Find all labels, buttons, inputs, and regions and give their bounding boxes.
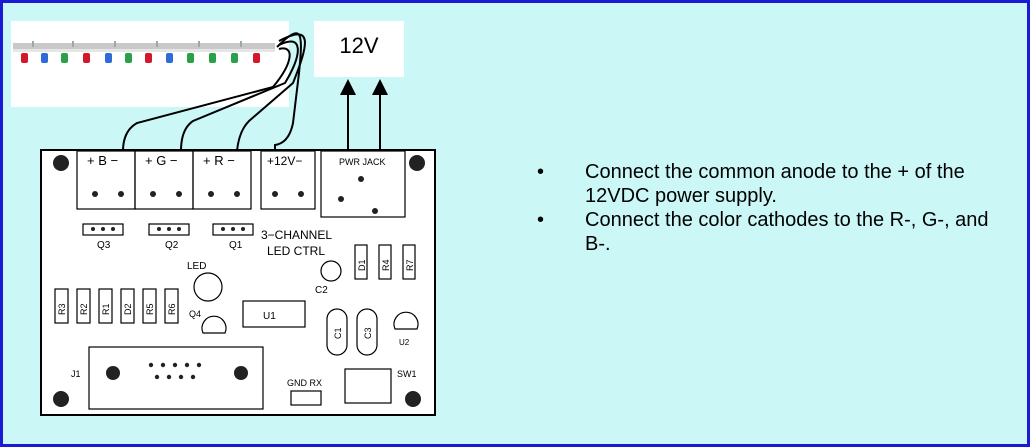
instruction-item: • Connect the color cathodes to the R-, …: [531, 208, 1011, 256]
c3-label: C3: [363, 327, 373, 339]
instruction-list: • Connect the common anode to the + of t…: [531, 160, 1011, 256]
power-arrows: [340, 79, 388, 151]
bullet-icon: •: [537, 161, 545, 183]
header-pins: [91, 227, 245, 231]
d1-label: D1: [357, 259, 367, 271]
led-green: [209, 53, 216, 63]
arrow-up-icon: [340, 79, 356, 95]
red-wire: [236, 33, 306, 152]
strip-body: [13, 43, 275, 49]
r6-label: R6: [167, 303, 177, 315]
q1-label: Q1: [229, 240, 243, 251]
wiring-diagram: + B − + G − + R − +12V− PWR JACK: [13, 32, 436, 416]
r3-label: R3: [57, 303, 67, 315]
green-wire: [180, 40, 299, 152]
instruction-item: • Connect the common anode to the + of t…: [531, 160, 1011, 208]
power-supply-box: 12V: [314, 21, 404, 77]
right-parts: [354, 244, 416, 280]
led-blue: [41, 53, 48, 63]
transistor-headers: [82, 223, 254, 236]
terminal-label-12v: +12V−: [267, 154, 302, 168]
led-footprint: [193, 272, 223, 302]
terminal-label-g: + G −: [145, 153, 178, 168]
gnd-rx-header: [290, 390, 322, 406]
gnd-rx-label: GND RX: [287, 378, 322, 388]
terminal-blocks: [76, 150, 406, 218]
bullet-icon: •: [537, 209, 545, 231]
q3-label: Q3: [97, 240, 111, 251]
sw1-label: SW1: [397, 369, 417, 379]
board-title-line1: 3−CHANNEL: [261, 228, 332, 242]
led-strip-panel: [11, 21, 289, 107]
terminal-label-b: + B −: [87, 153, 118, 168]
led-red: [145, 53, 152, 63]
led-blue: [105, 53, 112, 63]
c2-footprint: [320, 260, 342, 282]
c2-label: C2: [315, 285, 328, 296]
led-red: [83, 53, 90, 63]
pcb-board: + B − + G − + R − +12V− PWR JACK: [40, 149, 436, 416]
led-red: [253, 53, 260, 63]
j1-label: J1: [71, 369, 81, 379]
r4-label: R4: [381, 259, 391, 271]
strip-shadow: [13, 49, 275, 52]
d2-label: D2: [123, 303, 133, 315]
led-blue: [166, 53, 173, 63]
led-green: [61, 53, 68, 63]
supply-voltage-label: 12V: [339, 33, 379, 58]
r2-label: R2: [79, 303, 89, 315]
mount-hole-icon: [409, 155, 425, 171]
led-red: [21, 53, 28, 63]
r1-label: R1: [101, 303, 111, 315]
terminal-screws: [92, 176, 378, 214]
q4-footprint: [201, 315, 227, 334]
led-row: [21, 53, 260, 63]
anode-wire: [274, 32, 302, 151]
q2-label: Q2: [165, 240, 179, 251]
r5-label: R5: [145, 303, 155, 315]
mount-hole-icon: [53, 391, 69, 407]
resistor-column: [54, 288, 179, 324]
sw1-outline: [344, 368, 392, 404]
blue-wire: [122, 47, 291, 152]
u1-label: U1: [263, 311, 276, 322]
arrow-up-icon: [372, 79, 388, 95]
j1-connector: [88, 346, 264, 410]
c1-footprint: [326, 308, 348, 356]
c3-footprint: [356, 308, 378, 356]
instruction-text: Connect the common anode to the + of the…: [585, 161, 965, 207]
led-label: LED: [187, 261, 206, 272]
led-green: [125, 53, 132, 63]
c1-label: C1: [333, 327, 343, 339]
strip-wires: [122, 32, 306, 152]
mount-hole-icon: [234, 366, 248, 380]
strip-resistors: [32, 41, 242, 47]
led-green: [187, 53, 194, 63]
pwr-jack-label: PWR JACK: [339, 157, 386, 167]
board-title-line2: LED CTRL: [267, 244, 325, 258]
q4-label: Q4: [189, 309, 201, 319]
r7-label: R7: [405, 259, 415, 271]
mount-hole-icon: [53, 155, 69, 171]
terminal-label-r: + R −: [203, 153, 235, 168]
led-strip: [13, 41, 275, 63]
u2-label: U2: [399, 338, 410, 347]
mount-hole-icon: [405, 391, 421, 407]
u2-footprint: [393, 311, 419, 330]
led-green: [231, 53, 238, 63]
db9-pins: [148, 362, 202, 380]
instruction-text: Connect the color cathodes to the R-, G-…: [585, 209, 989, 255]
mount-hole-icon: [106, 366, 120, 380]
u1-outline: [242, 300, 306, 328]
